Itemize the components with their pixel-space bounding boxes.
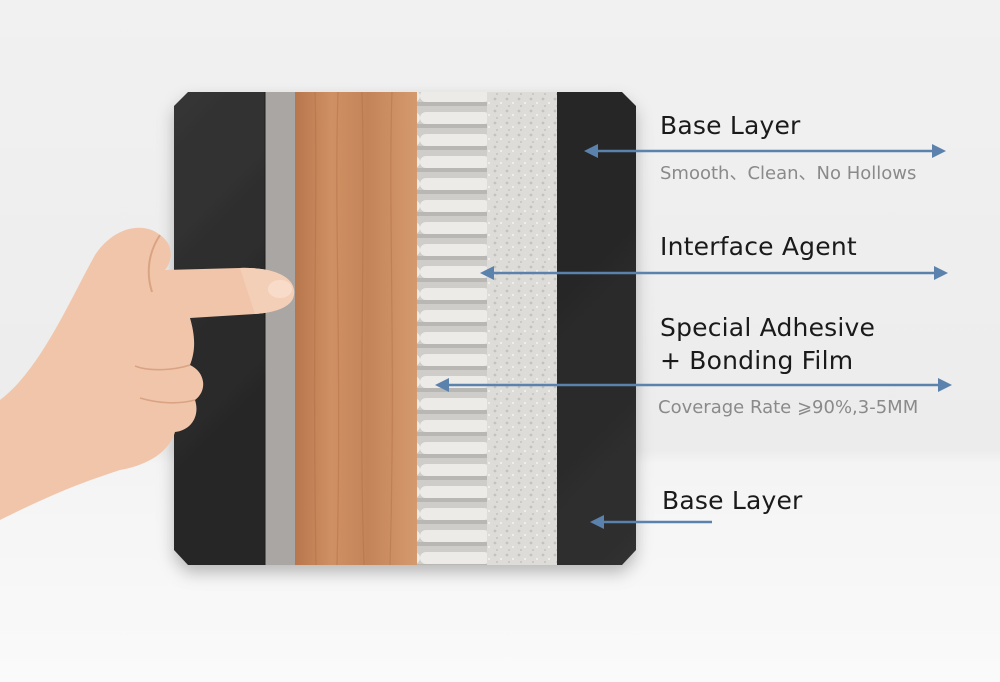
wood-grain bbox=[313, 92, 393, 565]
ribbed-adhesive-layer bbox=[417, 92, 487, 565]
label-interface-agent: Interface Agent bbox=[660, 232, 857, 261]
label-special-adhesive-line2: + Bonding Film bbox=[660, 346, 854, 375]
label-base-layer-bottom: Base Layer bbox=[662, 486, 803, 515]
wood-layer bbox=[295, 92, 417, 565]
label-base-layer-top-subtitle: Smooth、Clean、No Hollows bbox=[660, 163, 917, 184]
hand-icon bbox=[0, 227, 295, 520]
label-base-layer-top: Base Layer bbox=[660, 111, 801, 140]
label-special-adhesive-line1: Special Adhesive bbox=[660, 313, 876, 342]
gray-strip bbox=[265, 92, 295, 565]
arrow-icon bbox=[435, 144, 952, 529]
interface-agent-layer bbox=[487, 92, 557, 565]
label-special-adhesive-subtitle: Coverage Rate ⩾90%,3-5MM bbox=[658, 397, 919, 418]
